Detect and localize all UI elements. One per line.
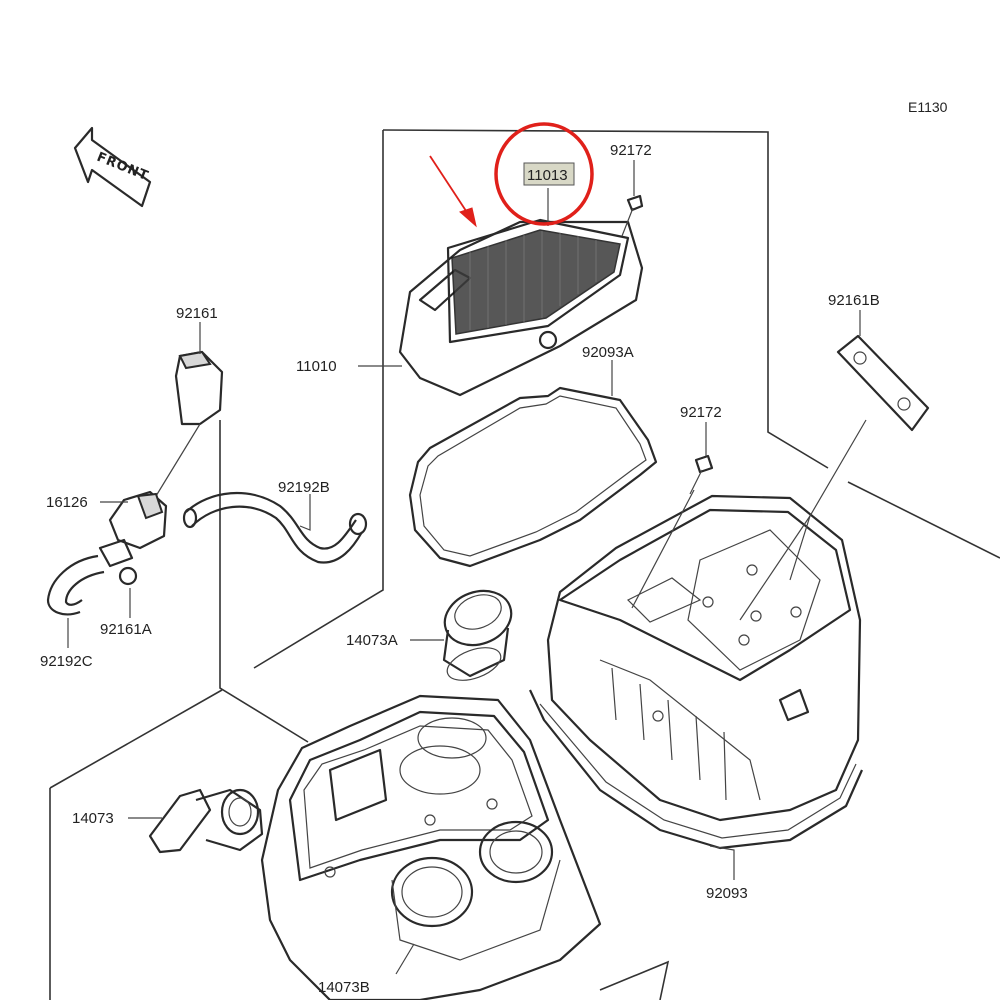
part-label-92172-top: 92172	[610, 142, 652, 159]
part-label-11010: 11010	[296, 358, 337, 375]
part-label-14073: 14073	[72, 810, 114, 827]
gasket-lower	[529, 689, 864, 850]
bolt-top	[621, 194, 644, 237]
part-label-92161a: 92161A	[100, 621, 152, 638]
highlight-arrow-icon	[429, 155, 477, 228]
hose-92192c	[46, 554, 105, 616]
part-label-92161: 92161	[176, 305, 218, 322]
intake-duct-14073	[148, 788, 264, 854]
part-label-92093: 92093	[706, 885, 748, 902]
front-arrow-icon: FRONT	[73, 126, 152, 208]
bracket-plate	[836, 334, 930, 432]
lower-housing	[260, 694, 602, 1000]
highlight-circle	[494, 122, 594, 226]
part-label-92161b: 92161B	[828, 292, 880, 309]
diagram-code: E1130	[908, 99, 948, 115]
part-label-16126: 16126	[46, 494, 88, 511]
air-funnel-14073a	[442, 589, 513, 681]
part-label-92093a: 92093A	[582, 344, 634, 361]
part-label-92192b: 92192B	[278, 479, 330, 496]
reed-valve-group	[98, 350, 224, 586]
bolt-mid	[689, 454, 714, 495]
leader-lines	[67, 160, 867, 975]
highlight-annotations	[429, 122, 594, 228]
air-filter-element	[398, 218, 644, 397]
part-label-11013: 11013	[527, 167, 568, 184]
hose-92192b	[182, 491, 368, 564]
part-labels: 11013 92172 92161B 11010 92093A 92172 92…	[40, 142, 880, 996]
gasket-upper	[408, 386, 658, 568]
upper-housing	[546, 494, 862, 822]
part-label-14073b: 14073B	[318, 979, 370, 996]
part-label-11013-box	[523, 162, 575, 186]
part-label-92192c: 92192C	[40, 653, 93, 670]
part-label-14073a: 14073A	[346, 632, 398, 649]
part-label-92172-mid: 92172	[680, 404, 722, 421]
